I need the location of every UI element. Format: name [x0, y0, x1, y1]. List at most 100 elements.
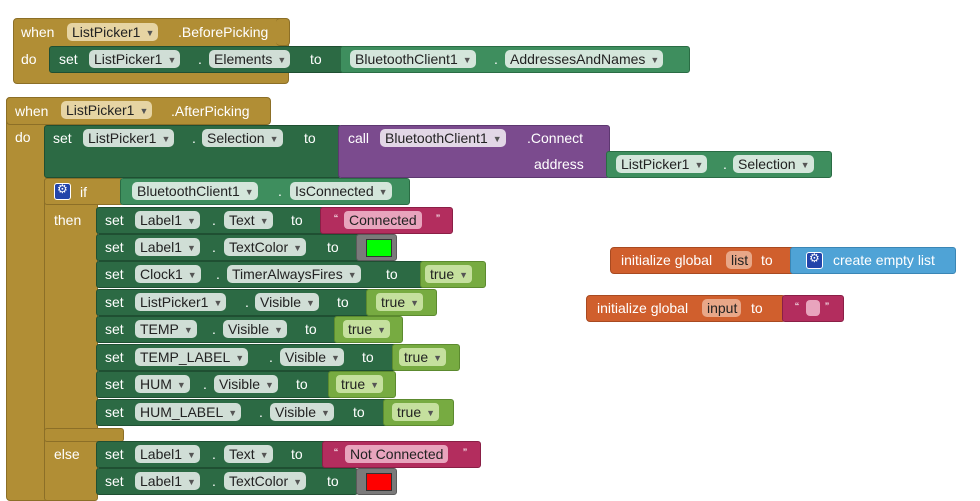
- dot-separator: .: [269, 349, 273, 365]
- dot-separator: .: [212, 473, 216, 489]
- chevron-down-icon: ▼: [800, 160, 810, 170]
- chevron-down-icon: ▼: [161, 134, 171, 144]
- dot-separator: .: [212, 321, 216, 337]
- if-keyword: if: [80, 184, 87, 200]
- property-dropdown[interactable]: Text▼: [224, 445, 273, 463]
- component-dropdown[interactable]: HUM_LABEL▼: [135, 403, 242, 421]
- boolean-dropdown[interactable]: true▼: [336, 375, 384, 393]
- text-value[interactable]: Not Connected: [345, 445, 449, 463]
- component-dropdown[interactable]: Label1▼: [135, 472, 200, 490]
- chevron-down-icon: ▼: [462, 55, 472, 65]
- set-label-text-block[interactable]: [96, 207, 326, 234]
- component-dropdown[interactable]: Label1▼: [135, 211, 200, 229]
- addresses-property-dropdown[interactable]: AddressesAndNames▼: [505, 50, 664, 68]
- property-dropdown[interactable]: Visible▼: [270, 403, 334, 421]
- global-name-field[interactable]: input: [702, 299, 742, 317]
- event-name: .AfterPicking: [171, 103, 250, 119]
- component-dropdown[interactable]: HUM▼: [135, 375, 190, 393]
- then-keyword: then: [54, 212, 82, 228]
- chevron-down-icon: ▼: [265, 380, 274, 390]
- dot-separator: .: [203, 376, 207, 392]
- init-global-label: initialize global: [597, 300, 689, 316]
- boolean-dropdown[interactable]: true▼: [399, 348, 447, 366]
- to-keyword: to: [296, 376, 308, 392]
- property-dropdown[interactable]: Elements▼: [209, 50, 291, 68]
- bluetooth-component-dropdown[interactable]: BluetoothClient1▼: [350, 50, 476, 68]
- create-empty-list-label: create empty list: [833, 252, 935, 268]
- property-dropdown[interactable]: Text▼: [224, 211, 273, 229]
- target-component-dropdown[interactable]: ListPicker1▼: [83, 129, 175, 147]
- color-swatch-red[interactable]: [366, 473, 392, 491]
- set-keyword: set: [105, 294, 124, 310]
- to-keyword: to: [353, 404, 365, 420]
- property-dropdown[interactable]: TimerAlwaysFires▼: [227, 265, 361, 283]
- boolean-dropdown[interactable]: true▼: [343, 320, 391, 338]
- dot-separator: .: [192, 130, 196, 146]
- chevron-down-icon: ▼: [139, 106, 149, 116]
- property-dropdown[interactable]: Selection▼: [202, 129, 283, 147]
- do-keyword: do: [15, 129, 31, 145]
- chevron-down-icon: ▼: [228, 408, 238, 418]
- chevron-down-icon: ▼: [433, 353, 443, 363]
- boolean-dropdown[interactable]: true▼: [392, 403, 440, 421]
- empty-text-value[interactable]: [806, 300, 820, 316]
- chevron-down-icon: ▼: [277, 55, 287, 65]
- component-dropdown[interactable]: Clock1▼: [135, 265, 201, 283]
- address-component-dropdown[interactable]: ListPicker1▼: [616, 155, 708, 173]
- chevron-down-icon: ▼: [378, 187, 388, 197]
- boolean-dropdown[interactable]: true▼: [425, 265, 473, 283]
- set-keyword: set: [105, 473, 124, 489]
- property-dropdown[interactable]: TextColor▼: [224, 238, 307, 256]
- set-label-text-block[interactable]: [96, 441, 328, 468]
- condition-property-dropdown[interactable]: IsConnected▼: [290, 182, 392, 200]
- dot-separator: .: [245, 294, 249, 310]
- call-component-dropdown[interactable]: BluetoothClient1▼: [380, 129, 506, 147]
- close-quote: ”: [463, 446, 467, 460]
- to-keyword: to: [327, 239, 339, 255]
- chevron-down-icon: ▼: [347, 270, 357, 280]
- init-global-list-block[interactable]: [610, 247, 796, 274]
- target-component-dropdown[interactable]: ListPicker1▼: [89, 50, 181, 68]
- global-name-field[interactable]: list: [726, 251, 753, 269]
- init-global-input-block[interactable]: [586, 295, 786, 322]
- chevron-down-icon: ▼: [377, 325, 387, 335]
- property-dropdown[interactable]: Visible▼: [255, 293, 319, 311]
- chevron-down-icon: ▼: [331, 353, 340, 363]
- before-component-dropdown[interactable]: ListPicker1▼: [67, 23, 159, 41]
- address-property-dropdown[interactable]: Selection▼: [733, 155, 814, 173]
- text-value[interactable]: Connected: [344, 211, 422, 229]
- set-keyword: set: [53, 130, 72, 146]
- color-swatch-green[interactable]: [366, 239, 392, 257]
- chevron-down-icon: ▼: [492, 134, 502, 144]
- init-global-label: initialize global: [621, 252, 713, 268]
- to-keyword: to: [337, 294, 349, 310]
- condition-component-dropdown[interactable]: BluetoothClient1▼: [132, 182, 258, 200]
- after-component-dropdown[interactable]: ListPicker1▼: [61, 101, 153, 119]
- property-dropdown[interactable]: Visible▼: [223, 320, 287, 338]
- chevron-down-icon: ▼: [145, 28, 155, 38]
- gear-icon[interactable]: [54, 182, 71, 200]
- dot-separator: .: [212, 446, 216, 462]
- chevron-down-icon: ▼: [213, 298, 223, 308]
- call-keyword: call: [348, 130, 370, 146]
- to-keyword: to: [751, 300, 763, 316]
- when-keyword: when: [15, 103, 49, 119]
- boolean-dropdown[interactable]: true▼: [376, 293, 424, 311]
- chevron-down-icon: ▼: [167, 55, 177, 65]
- before-picking-event-arm: [276, 18, 290, 46]
- property-dropdown[interactable]: Visible▼: [280, 348, 344, 366]
- chevron-down-icon: ▼: [259, 450, 269, 460]
- component-dropdown[interactable]: ListPicker1▼: [135, 293, 227, 311]
- property-dropdown[interactable]: TextColor▼: [224, 472, 307, 490]
- dot-separator: .: [212, 212, 216, 228]
- component-dropdown[interactable]: Label1▼: [135, 238, 200, 256]
- component-dropdown[interactable]: TEMP_LABEL▼: [135, 348, 249, 366]
- property-dropdown[interactable]: Visible▼: [214, 375, 278, 393]
- set-keyword: set: [105, 212, 124, 228]
- component-dropdown[interactable]: Label1▼: [135, 445, 200, 463]
- component-dropdown[interactable]: TEMP▼: [135, 320, 197, 338]
- chevron-down-icon: ▼: [187, 216, 196, 226]
- gear-icon[interactable]: [806, 251, 823, 269]
- set-keyword: set: [105, 446, 124, 462]
- to-keyword: to: [386, 266, 398, 282]
